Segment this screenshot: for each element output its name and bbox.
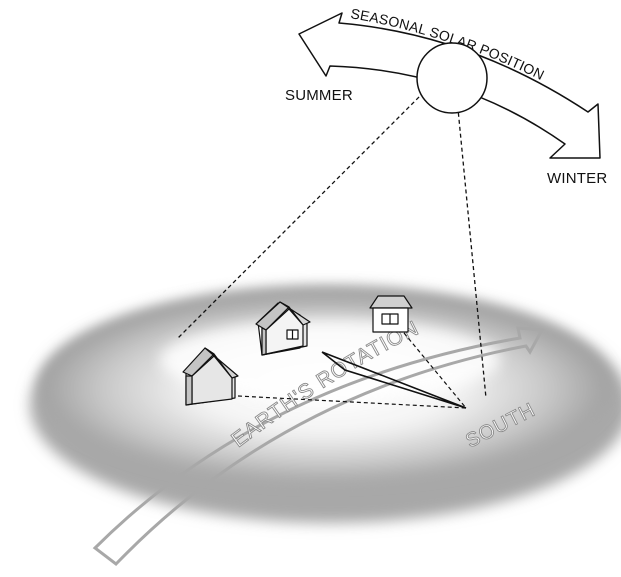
summer-label: SUMMER bbox=[285, 87, 353, 104]
sun-projection-lines bbox=[177, 71, 487, 399]
sun-ray-to-west bbox=[177, 91, 425, 339]
house-middle bbox=[255, 301, 311, 356]
line-house-left bbox=[237, 395, 467, 409]
ground-lines bbox=[237, 332, 467, 409]
sun-circle bbox=[416, 42, 488, 114]
winter-label: WINTER bbox=[547, 170, 607, 187]
sun-ray-to-south bbox=[454, 77, 487, 399]
house-right bbox=[369, 295, 413, 333]
earth-surface bbox=[30, 287, 621, 523]
line-house-right bbox=[403, 332, 467, 409]
shadow-triangle bbox=[321, 351, 467, 409]
house-left bbox=[182, 347, 239, 406]
ground-highlight bbox=[160, 320, 500, 400]
